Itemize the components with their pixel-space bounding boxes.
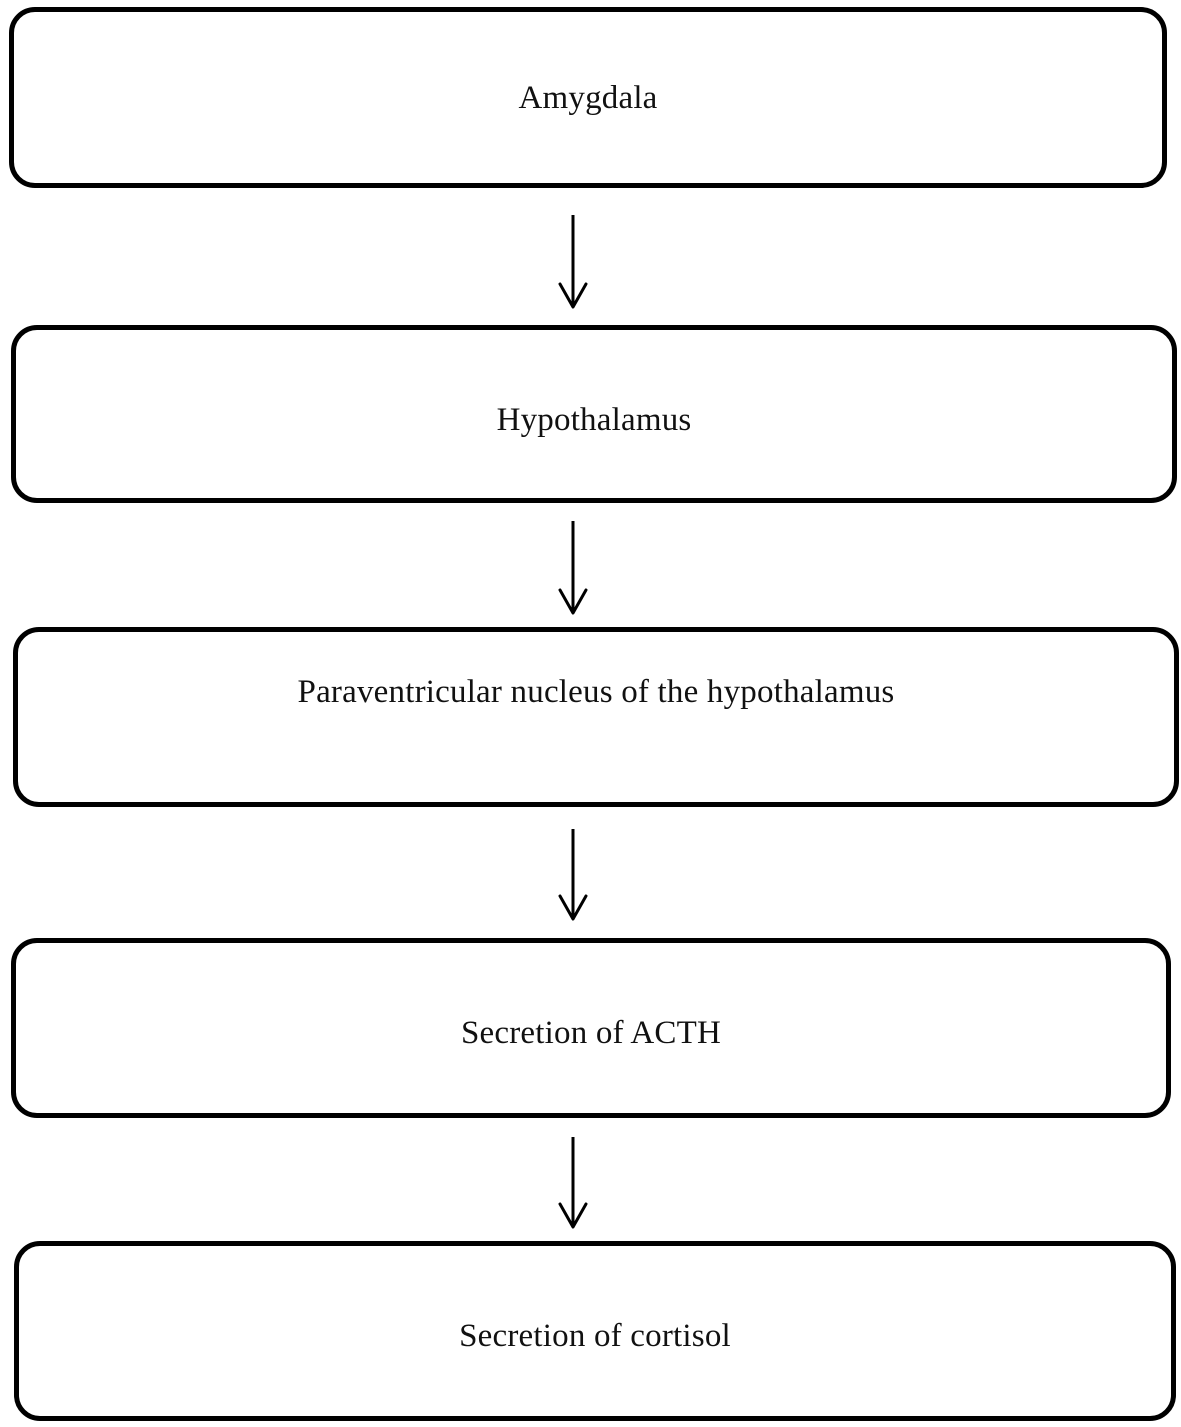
node-label-amygdala: Amygdala: [518, 80, 658, 116]
arrow-amygdala-to-hypothalamus: [553, 215, 593, 309]
node-label-hypothalamus: Hypothalamus: [496, 402, 692, 438]
arrow-hypothalamus-to-pvn: [553, 521, 593, 615]
node-label-secretion-of-acth: Secretion of ACTH: [460, 1015, 722, 1051]
node-secretion-of-cortisol[interactable]: Secretion of cortisol: [14, 1241, 1176, 1421]
node-amygdala[interactable]: Amygdala: [9, 7, 1167, 188]
node-label-secretion-of-cortisol: Secretion of cortisol: [459, 1318, 731, 1354]
node-paraventricular-nucleus[interactable]: Paraventricular nucleus of the hypothala…: [13, 627, 1179, 807]
node-hypothalamus[interactable]: Hypothalamus: [11, 325, 1177, 503]
node-label-paraventricular-nucleus: Paraventricular nucleus of the hypothala…: [297, 674, 895, 710]
node-secretion-of-acth[interactable]: Secretion of ACTH: [11, 938, 1171, 1118]
arrow-pvn-to-acth: [553, 829, 593, 921]
arrow-acth-to-cortisol: [553, 1137, 593, 1229]
